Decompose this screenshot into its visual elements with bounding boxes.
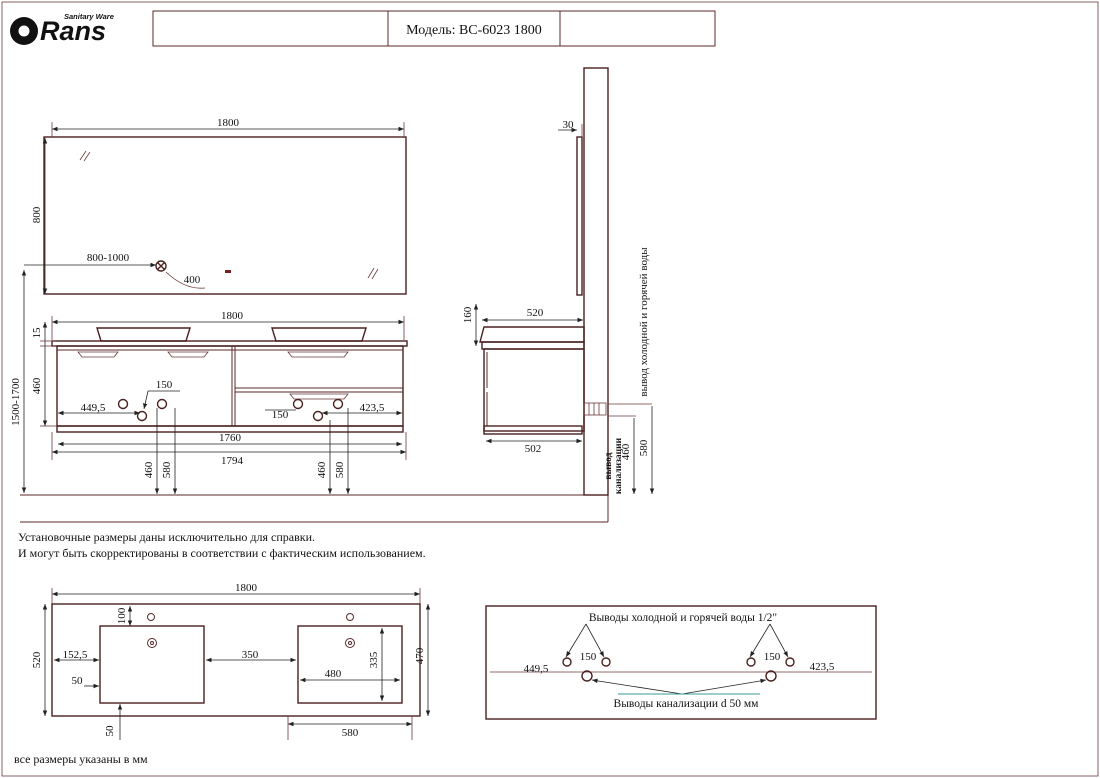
basin-right	[271, 327, 367, 342]
detail-right-offset: 423,5	[810, 661, 835, 673]
left-water-outlet-2	[156, 398, 168, 410]
outlet-drain-2	[765, 670, 777, 682]
side-body	[483, 348, 585, 432]
top-thickness: 15	[31, 327, 43, 339]
left-drain-outlet	[136, 410, 148, 422]
note-line-1: Установочные размеры даны исключительно …	[18, 530, 315, 544]
mount-height: 1500-1700	[10, 378, 22, 426]
side-height-580: 580	[638, 439, 650, 456]
right-width: 580	[342, 727, 359, 739]
basin-depth: 335	[368, 651, 380, 668]
logo-subtitle: Sanitary Ware	[64, 12, 114, 21]
water-outlets-title: Выводы холодной и горячей воды 1/2"	[589, 612, 777, 624]
outlet-drain-1	[581, 670, 593, 682]
mirror-depth: 30	[563, 119, 575, 131]
mirror-indicator	[225, 270, 231, 273]
basin-width: 480	[325, 668, 342, 680]
cabinet-plinth	[56, 425, 404, 433]
drain-hole-left	[147, 638, 157, 648]
faucet-hole-right	[346, 613, 354, 621]
outer-width: 1794	[221, 455, 244, 467]
detail-right-spacing: 150	[764, 651, 781, 663]
right-offset: 423,5	[360, 402, 385, 414]
inner-margin: 50	[72, 675, 84, 687]
outlet-water-2	[601, 657, 611, 667]
detail-left-spacing: 150	[580, 651, 597, 663]
side-top	[479, 326, 585, 343]
outlet-water-3	[746, 657, 756, 667]
note-line-2: И могут быть скорректированы в соответст…	[18, 546, 426, 560]
faucet-hole-left	[147, 613, 155, 621]
right-depth: 470	[414, 647, 426, 664]
side-height-460: 460	[620, 443, 632, 460]
left-water-outlet-1	[117, 398, 129, 410]
right-height-580: 580	[334, 461, 346, 478]
water-outlet-label: вывод холодной и горячей воды	[638, 247, 650, 397]
right-height-460: 460	[316, 461, 328, 478]
top-height: 160	[462, 306, 474, 323]
left-height-580: 580	[161, 461, 173, 478]
left-spacing: 150	[156, 379, 173, 391]
outlet-water-1	[562, 657, 572, 667]
side-plinth	[483, 425, 583, 435]
bottom-margin: 50	[104, 725, 116, 737]
plan-width: 1800	[235, 582, 258, 594]
units-note: все размеры указаны в мм	[14, 752, 148, 766]
side-view: 30 520 160 502 вывод холодной и горячей …	[462, 67, 655, 496]
model-name: Модель: BC-6023 1800	[406, 23, 542, 38]
drain-outlet-label-1: вывод	[604, 452, 614, 479]
wall	[583, 67, 609, 496]
mirror-height: 800	[31, 206, 43, 223]
brand-logo: Rans Sanitary Ware	[10, 12, 114, 46]
cabinet-body	[56, 345, 404, 427]
right-spacing: 150	[272, 409, 289, 421]
plan-view: 1800 520 100 152,5 50 50 350 480 335 470…	[31, 582, 431, 740]
cabinet-width: 1800	[221, 310, 244, 322]
basin-left-plan	[99, 625, 205, 704]
inner-width: 1760	[219, 432, 242, 444]
outlets-panel	[485, 605, 877, 720]
mirror-side	[576, 136, 583, 296]
faucet-offset: 100	[116, 607, 128, 624]
right-drain-outlet	[312, 410, 324, 422]
basin-left	[96, 327, 191, 342]
front-view: 1800 800 800-1000 400 1800	[10, 117, 609, 523]
title-block	[152, 10, 716, 47]
countertop	[51, 340, 408, 347]
switch-offset: 400	[184, 274, 201, 286]
side-top-slab	[481, 341, 585, 350]
basin-right-plan	[297, 625, 403, 704]
drain-hole-right	[345, 638, 355, 648]
right-water-outlet-2	[332, 398, 344, 410]
logo-text: Rans	[40, 16, 106, 46]
cabinet-depth: 520	[527, 307, 544, 319]
drain-outlet-label-2: канализации	[614, 437, 624, 494]
plan-depth: 520	[31, 651, 43, 668]
drain-outlets-title: Выводы канализации d 50 мм	[614, 698, 760, 710]
outlet-water-4	[785, 657, 795, 667]
left-offset: 449,5	[81, 402, 106, 414]
outlets-detail: Выводы холодной и горячей воды 1/2" 150 …	[485, 605, 877, 720]
switch-height: 800-1000	[87, 252, 130, 264]
left-margin: 152,5	[63, 649, 88, 661]
basin-gap: 350	[242, 649, 259, 661]
left-height-460: 460	[143, 461, 155, 478]
countertop-plan	[51, 603, 421, 717]
detail-left-offset: 449,5	[524, 663, 549, 675]
right-water-outlet-1	[292, 398, 304, 410]
switch-icon	[155, 260, 167, 272]
mirror-width: 1800	[217, 117, 240, 129]
cabinet-height: 460	[31, 377, 43, 394]
bottom-depth: 502	[525, 443, 542, 455]
